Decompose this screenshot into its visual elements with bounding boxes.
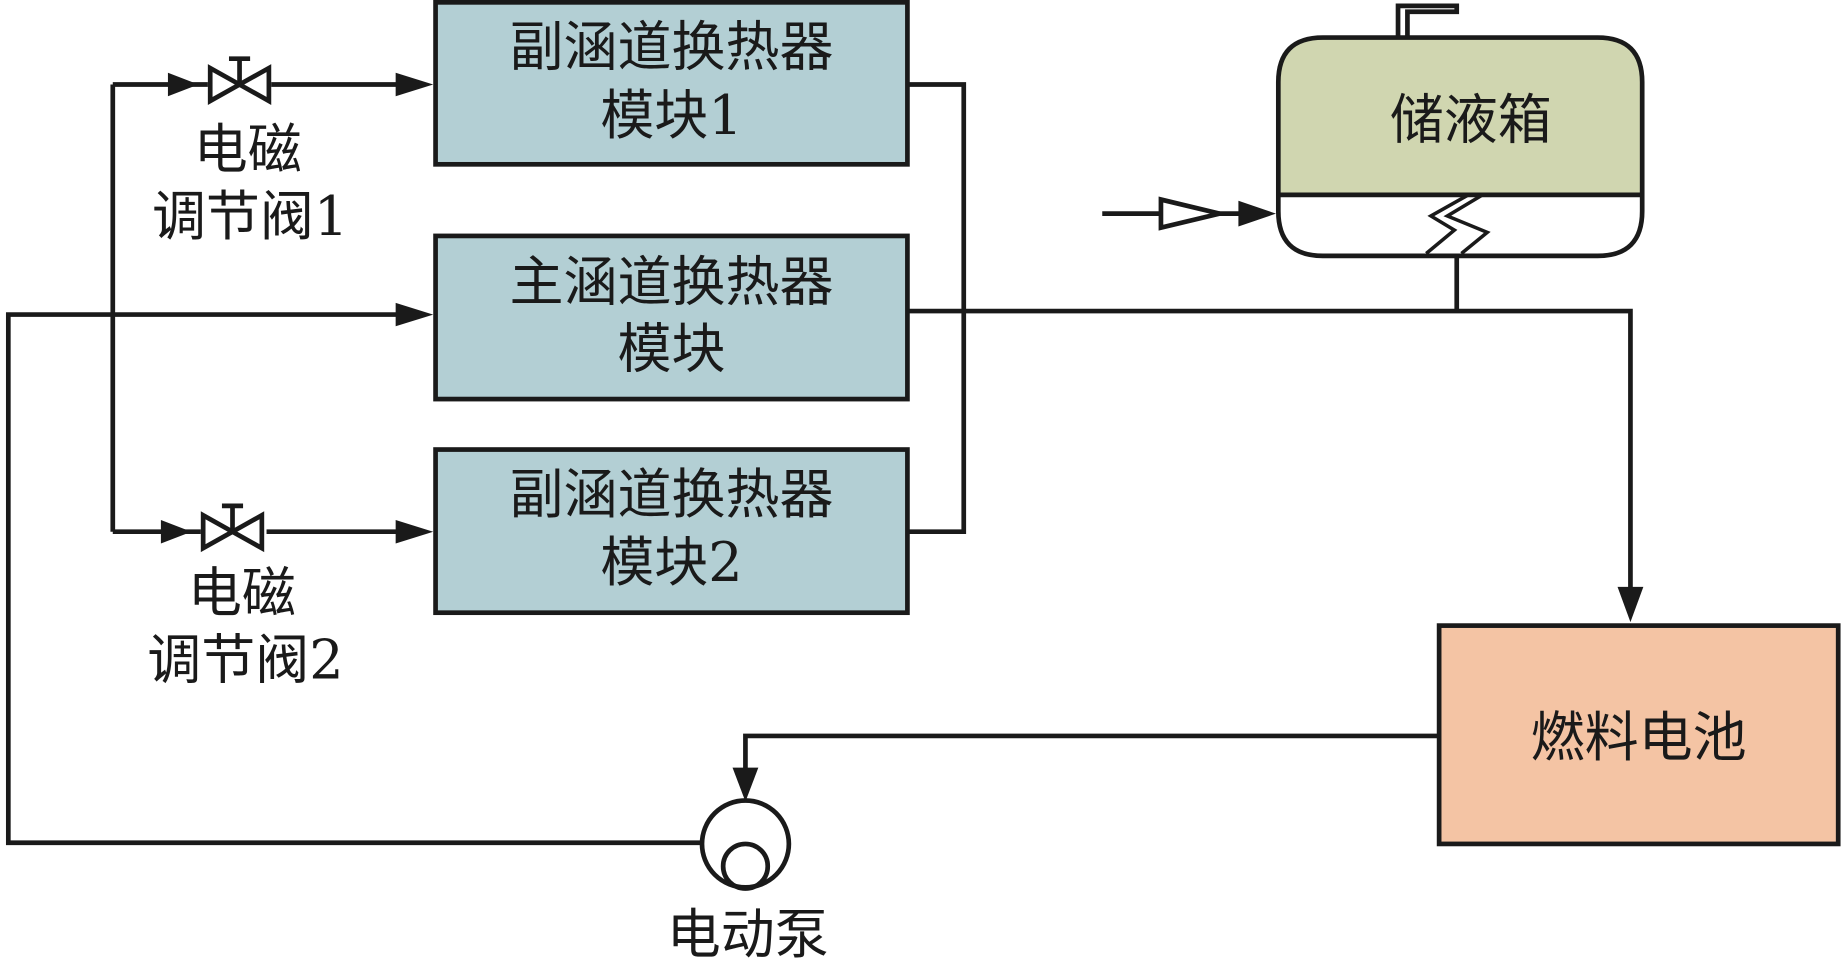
hx-main-label-line2: 模块 xyxy=(617,317,725,380)
tank-top-fill xyxy=(1278,37,1643,195)
hx-aux-2-box xyxy=(433,447,910,616)
pump-label: 电动泵 xyxy=(667,903,829,966)
valve-icon xyxy=(234,64,272,105)
arrow-icon xyxy=(1238,200,1276,227)
arrow-icon xyxy=(395,302,434,327)
fuel-cell-label: 燃料电池 xyxy=(1531,706,1747,769)
arrow-icon xyxy=(395,519,434,544)
valve-stem xyxy=(221,503,244,532)
pump[interactable]: 电动泵 xyxy=(667,798,829,966)
arrow-icon xyxy=(1617,586,1644,623)
valve-icon xyxy=(200,511,238,553)
tank[interactable]: 储液箱 xyxy=(1275,3,1645,259)
valve-1-label-line1: 电磁 xyxy=(194,118,302,181)
valve-stem xyxy=(228,56,251,85)
valve-1[interactable]: 电磁 调节阀1 xyxy=(152,56,348,248)
tank-heater-icon xyxy=(1425,193,1491,255)
arrow-icon xyxy=(395,72,434,97)
tank-vent-icon xyxy=(1395,3,1460,38)
pipe-hx-main-to-fuel-cell xyxy=(907,308,1633,611)
fuel-cell-box xyxy=(1436,623,1841,847)
hx-aux-2-label-line1: 副涵道换热器 xyxy=(510,463,834,526)
hx-main[interactable]: 主涵道换热器 模块 xyxy=(433,233,910,402)
hx-aux-1-label-line1: 副涵道换热器 xyxy=(510,16,834,79)
hx-main-box xyxy=(433,233,910,402)
pump-impeller-icon xyxy=(720,841,771,891)
hx-aux-1-box xyxy=(433,0,910,167)
hx-aux-2-label-line2: 模块2 xyxy=(600,531,742,594)
tank-label: 储液箱 xyxy=(1390,89,1552,152)
arrow-icon xyxy=(732,767,759,802)
hx-aux-1-label-line2: 模块1 xyxy=(600,84,742,147)
hx-aux-2[interactable]: 副涵道换热器 模块2 xyxy=(433,447,910,616)
arrow-icon xyxy=(160,519,192,544)
arrows xyxy=(160,72,1644,802)
valve-2-label-line2: 调节阀2 xyxy=(147,628,343,691)
valve-1-label-line2: 调节阀1 xyxy=(152,185,348,248)
fuel-cell[interactable]: 燃料电池 xyxy=(1436,623,1841,847)
arrow-icon xyxy=(167,72,199,97)
pipe-fuel-cell-to-pump xyxy=(743,733,1438,787)
valve-2[interactable]: 电磁 调节阀2 xyxy=(147,503,344,692)
tank-outline xyxy=(1275,35,1645,259)
pipe-pump-to-hx-main xyxy=(5,312,704,846)
hx-aux-1[interactable]: 副涵道换热器 模块1 xyxy=(433,0,910,167)
valve-icon xyxy=(227,511,265,553)
valve-2-label-line1: 电磁 xyxy=(188,562,296,625)
hx-main-label-line1: 主涵道换热器 xyxy=(510,250,834,313)
pipe-hx-aux-1-outlet xyxy=(907,82,967,535)
hollow-arrow-icon xyxy=(1158,196,1221,231)
valve-icon xyxy=(207,64,245,105)
